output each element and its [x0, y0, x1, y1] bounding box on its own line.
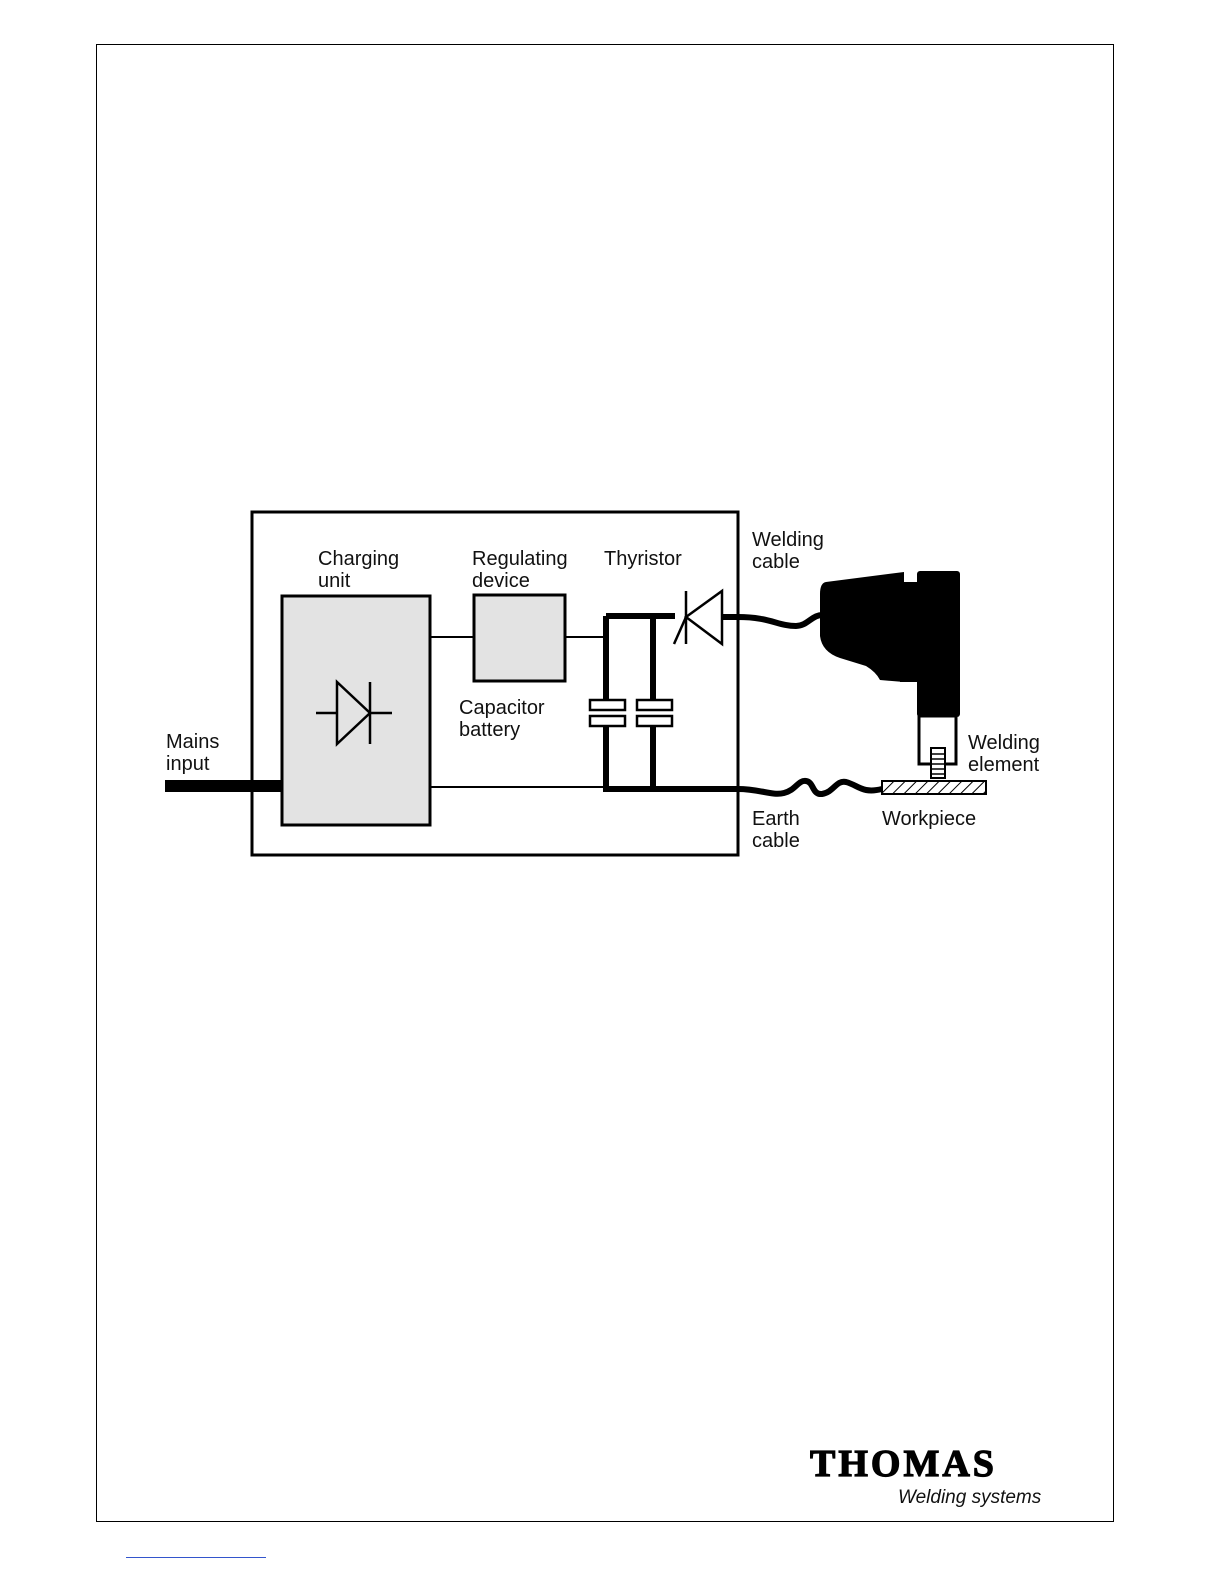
- footnote-rule: [126, 1557, 266, 1558]
- welding-cable: [738, 615, 824, 626]
- workpiece-plate: [882, 781, 986, 794]
- welding-gun-icon: [820, 571, 960, 764]
- brand-tagline: Welding systems: [898, 1487, 1042, 1508]
- label-earth-cable: Earth cable: [752, 808, 805, 852]
- welding-stud-icon: [931, 748, 945, 778]
- label-thyristor: Thyristor: [604, 548, 682, 570]
- label-welding-element: Welding element: [968, 732, 1045, 776]
- label-mains-input: Mains input: [166, 731, 225, 775]
- earth-cable: [738, 781, 882, 794]
- label-workpiece: Workpiece: [882, 808, 976, 830]
- brand-logo-wordmark: THOMAS: [810, 1443, 997, 1485]
- label-welding-cable: Welding cable: [752, 529, 829, 573]
- regulating-device-block: [474, 595, 565, 681]
